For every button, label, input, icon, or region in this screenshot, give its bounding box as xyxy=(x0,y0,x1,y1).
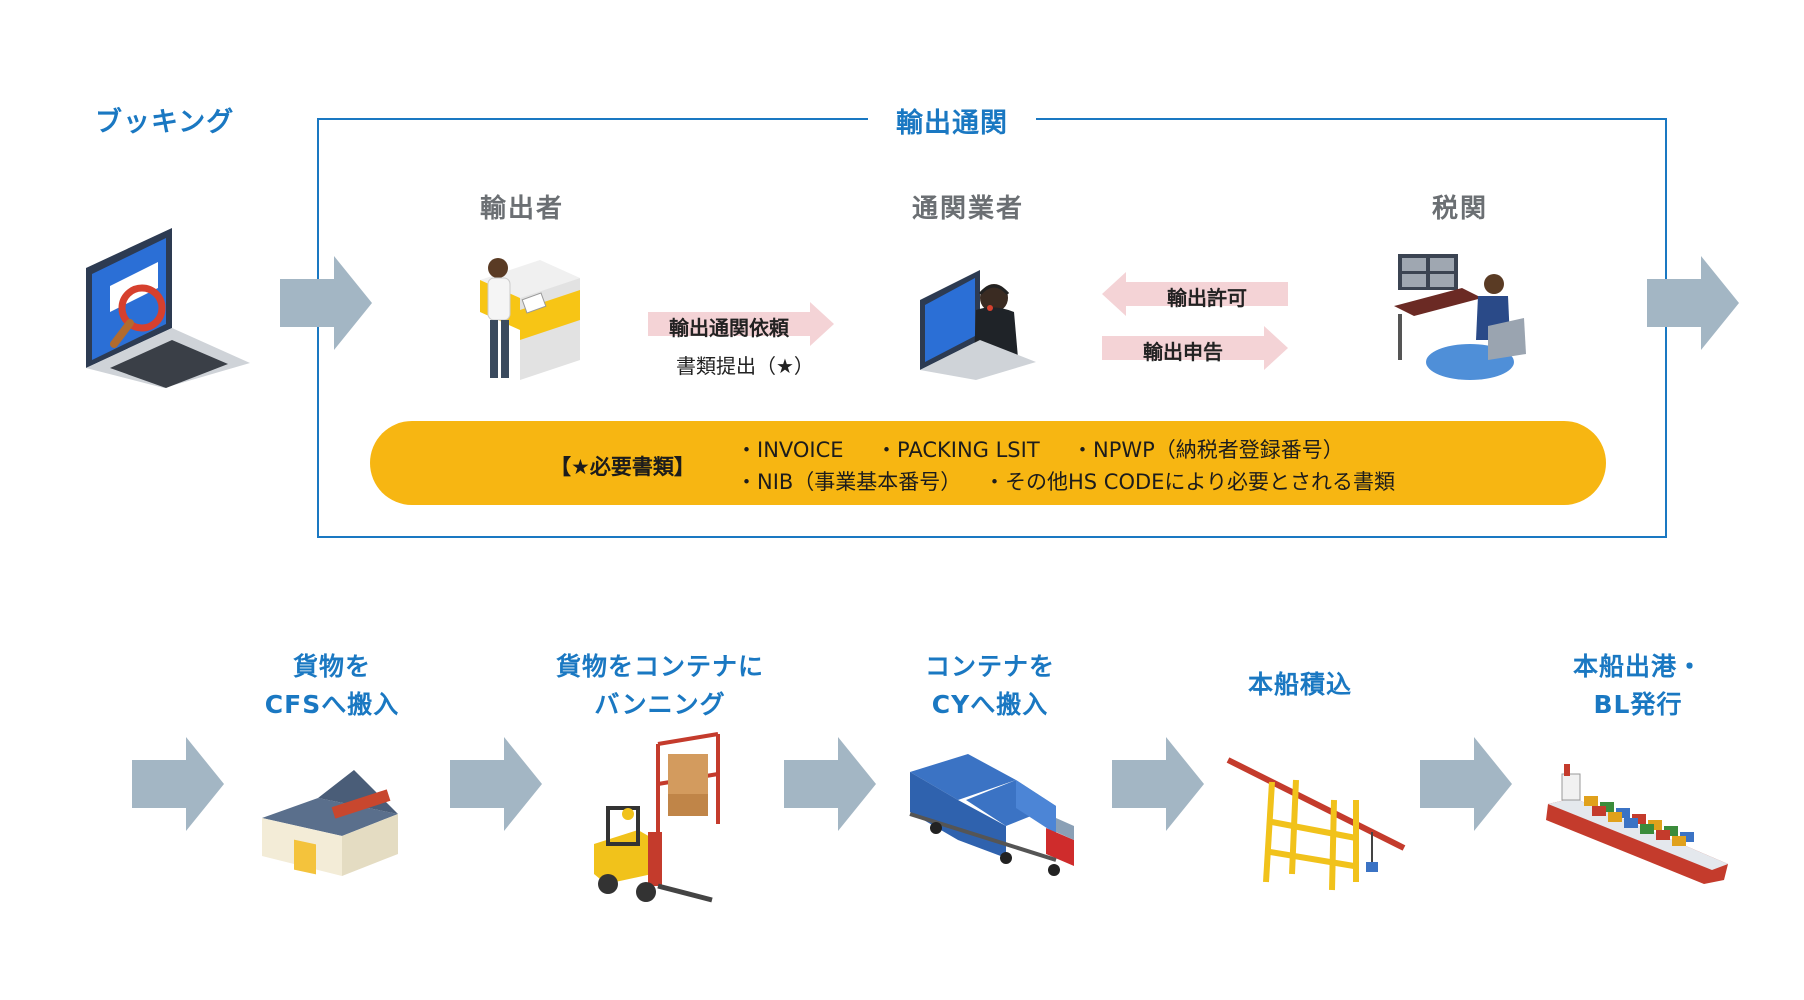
delivery-person-icon xyxy=(480,258,580,380)
warehouse-icon xyxy=(262,770,398,876)
documents-heading: 【★必要書類】 xyxy=(550,455,695,479)
document-item: ・NIB（事業基本番号） xyxy=(736,470,962,494)
container-truck-icon xyxy=(909,754,1074,876)
customs-title: 輸出通関 xyxy=(868,101,1036,140)
flow-arrow-icon xyxy=(1112,737,1204,831)
actor-broker-label: 通関業者 xyxy=(912,194,1025,224)
request-sub-label: 書類提出（★） xyxy=(676,354,814,378)
permit-arrow-icon xyxy=(1102,272,1288,316)
step-departure-label: 本船出港・ BL発行 xyxy=(1572,652,1703,719)
document-item: ・NPWP（納税者登録番号） xyxy=(1072,438,1344,462)
flow-arrow-icon xyxy=(450,737,542,831)
declare-label: 輸出申告 xyxy=(1143,340,1223,364)
step-loading-label: 本船積込 xyxy=(1247,670,1352,699)
flow-arrow-icon xyxy=(784,737,876,831)
flow-arrow-icon xyxy=(132,737,224,831)
request-label: 輸出通関依頼 xyxy=(669,316,789,340)
flow-arrow-icon xyxy=(1647,256,1739,350)
flow-arrow-icon xyxy=(280,256,372,350)
forklift-icon xyxy=(594,732,720,903)
document-item: ・PACKING LSIT xyxy=(876,438,1040,462)
flow-arrow-icon xyxy=(1420,737,1512,831)
document-item: ・INVOICE xyxy=(736,438,844,462)
request-arrow-icon xyxy=(648,302,834,346)
step-vanning-label: 貨物をコンテナに バンニング xyxy=(555,652,764,719)
laptop-magnifier-icon xyxy=(86,228,250,388)
required-documents-bar xyxy=(370,421,1606,505)
booking-title: ブッキング xyxy=(95,107,235,138)
gantry-crane-icon xyxy=(1226,757,1406,891)
actor-customs-label: 税関 xyxy=(1432,194,1489,224)
step-cfs-label: 貨物を CFSへ搬入 xyxy=(264,652,400,719)
permit-label: 輸出許可 xyxy=(1167,286,1247,310)
container-ship-icon xyxy=(1546,764,1728,884)
document-item: ・その他HS CODEにより必要とされる書類 xyxy=(984,470,1396,494)
declare-arrow-icon xyxy=(1102,326,1288,370)
customs-officer-desk-icon xyxy=(1394,254,1526,380)
actor-exporter-label: 輸出者 xyxy=(480,194,565,224)
operator-laptop-icon xyxy=(920,270,1036,380)
step-cy-label: コンテナを CYへ搬入 xyxy=(924,652,1055,719)
